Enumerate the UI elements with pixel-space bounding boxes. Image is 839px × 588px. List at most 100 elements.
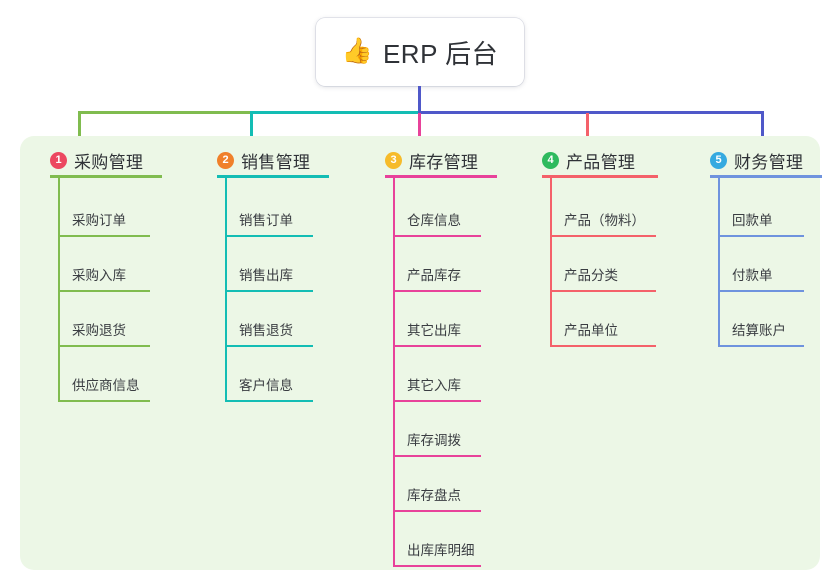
leaf-node[interactable]: 销售出库	[225, 237, 313, 292]
leaf-node-label: 回款单	[732, 213, 773, 228]
branch-number-badge: 3	[385, 152, 402, 169]
leaf-node[interactable]: 出库库明细	[393, 512, 481, 567]
branch-number-badge: 4	[542, 152, 559, 169]
branch-trunk-line	[225, 175, 227, 402]
leaf-node-rule	[58, 400, 150, 402]
leaf-node-label: 库存调拨	[407, 433, 461, 448]
bus-segment-1	[78, 111, 250, 114]
leaf-node[interactable]: 供应商信息	[58, 347, 150, 402]
leaf-node-label: 销售出库	[239, 268, 293, 283]
branch-header-5[interactable]: 5 财务管理	[710, 148, 803, 173]
leaf-node[interactable]: 采购退货	[58, 292, 150, 347]
leaf-node-label: 仓库信息	[407, 213, 461, 228]
branch-header-rule	[542, 175, 658, 178]
branch-header-rule	[50, 175, 162, 178]
leaf-node-rule	[718, 235, 804, 237]
branch-drop-line-4	[586, 113, 589, 138]
leaf-node-label: 采购入库	[72, 268, 126, 283]
leaf-node-rule	[58, 345, 150, 347]
leaf-node[interactable]: 其它出库	[393, 292, 481, 347]
leaf-node[interactable]: 其它入库	[393, 347, 481, 402]
leaf-node-rule	[225, 235, 313, 237]
leaf-node[interactable]: 结算账户	[718, 292, 804, 347]
leaf-node[interactable]: 产品分类	[550, 237, 656, 292]
leaf-node[interactable]: 库存盘点	[393, 457, 481, 512]
leaf-node-label: 产品分类	[564, 268, 618, 283]
leaf-node-rule	[225, 290, 313, 292]
leaf-node-rule	[225, 345, 313, 347]
leaf-node-rule	[718, 345, 804, 347]
leaf-node[interactable]: 仓库信息	[393, 182, 481, 237]
leaf-node-label: 采购退货	[72, 323, 126, 338]
leaf-node-rule	[550, 345, 656, 347]
leaf-node[interactable]: 产品（物料）	[550, 182, 656, 237]
branch-trunk-line	[393, 175, 395, 567]
leaf-node-rule	[393, 510, 481, 512]
leaf-node-rule	[393, 455, 481, 457]
leaf-node-rule	[393, 400, 481, 402]
leaf-node-rule	[393, 290, 481, 292]
leaf-node[interactable]: 采购订单	[58, 182, 150, 237]
leaf-node-label: 库存盘点	[407, 488, 461, 503]
branch-trunk-line	[550, 175, 552, 347]
leaf-node[interactable]: 库存调拨	[393, 402, 481, 457]
branch-drop-line-3	[418, 113, 421, 138]
leaf-node-rule	[550, 235, 656, 237]
leaf-node-label: 产品库存	[407, 268, 461, 283]
leaf-node-rule	[58, 235, 150, 237]
leaf-node-label: 产品单位	[564, 323, 618, 338]
leaf-node-rule	[393, 235, 481, 237]
root-node-title: ERP 后台	[382, 38, 499, 69]
leaf-node-label: 销售订单	[239, 213, 293, 228]
leaf-node-rule	[225, 400, 313, 402]
leaf-node[interactable]: 产品库存	[393, 237, 481, 292]
branch-header-3[interactable]: 3 库存管理	[385, 148, 478, 173]
branch-header-2[interactable]: 2 销售管理	[217, 148, 310, 173]
leaf-node-label: 产品（物料）	[564, 213, 645, 228]
leaf-node-rule	[550, 290, 656, 292]
leaf-node-label: 销售退货	[239, 323, 293, 338]
leaf-node[interactable]: 客户信息	[225, 347, 313, 402]
branch-header-4[interactable]: 4 产品管理	[542, 148, 635, 173]
branch-drop-line-5	[761, 113, 764, 138]
leaf-node-label: 其它入库	[407, 378, 461, 393]
leaf-node-rule	[718, 290, 804, 292]
leaf-node-label: 采购订单	[72, 213, 126, 228]
branch-title: 采购管理	[74, 153, 144, 172]
branch-title: 库存管理	[409, 153, 479, 172]
leaf-node-label: 其它出库	[407, 323, 461, 338]
leaf-node-rule	[58, 290, 150, 292]
branch-title: 财务管理	[734, 153, 804, 172]
branch-drop-line-2	[250, 113, 253, 138]
branch-number-badge: 1	[50, 152, 67, 169]
branch-title: 产品管理	[566, 153, 636, 172]
leaf-node[interactable]: 产品单位	[550, 292, 656, 347]
branch-header-rule	[385, 175, 497, 178]
leaf-node-rule	[393, 345, 481, 347]
bus-segment-2	[250, 111, 418, 114]
branch-trunk-line	[58, 175, 60, 402]
leaf-node-label: 付款单	[732, 268, 773, 283]
root-stem-line	[418, 86, 421, 113]
branch-header-1[interactable]: 1 采购管理	[50, 148, 143, 173]
leaf-node-label: 供应商信息	[72, 378, 140, 393]
branch-title: 销售管理	[241, 153, 311, 172]
branch-header-rule	[710, 175, 822, 178]
leaf-node-label: 出库库明细	[407, 543, 475, 558]
leaf-node[interactable]: 销售退货	[225, 292, 313, 347]
leaf-node-label: 客户信息	[239, 378, 293, 393]
bus-segment-3	[418, 111, 764, 114]
leaf-node[interactable]: 回款单	[718, 182, 804, 237]
leaf-node-label: 结算账户	[732, 323, 786, 338]
branch-number-badge: 5	[710, 152, 727, 169]
leaf-node[interactable]: 采购入库	[58, 237, 150, 292]
branch-panel	[20, 136, 820, 570]
branch-trunk-line	[718, 175, 720, 347]
root-node-card[interactable]: 👍 ERP 后台	[316, 18, 524, 86]
branch-drop-line-1	[78, 113, 81, 138]
branch-number-badge: 2	[217, 152, 234, 169]
leaf-node-rule	[393, 565, 481, 567]
leaf-node[interactable]: 付款单	[718, 237, 804, 292]
leaf-node[interactable]: 销售订单	[225, 182, 313, 237]
